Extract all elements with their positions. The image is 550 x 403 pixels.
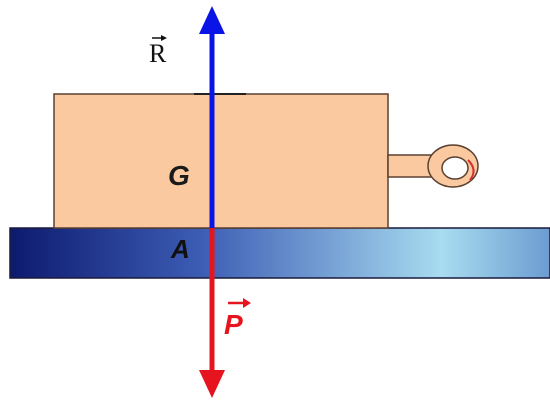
label-reaction: R	[149, 35, 167, 68]
vector-arrow-icon	[152, 35, 167, 41]
label-a: A	[170, 234, 190, 264]
support-surface	[9, 227, 550, 279]
reaction-vector	[199, 6, 225, 228]
label-p: P	[224, 309, 243, 340]
block	[53, 93, 389, 229]
label-weight: P	[224, 298, 251, 340]
vector-arrow-icon	[228, 298, 251, 308]
hook-ring	[387, 144, 479, 188]
label-g: G	[168, 160, 190, 191]
label-r: R	[149, 39, 167, 68]
weight-vector	[199, 228, 225, 398]
